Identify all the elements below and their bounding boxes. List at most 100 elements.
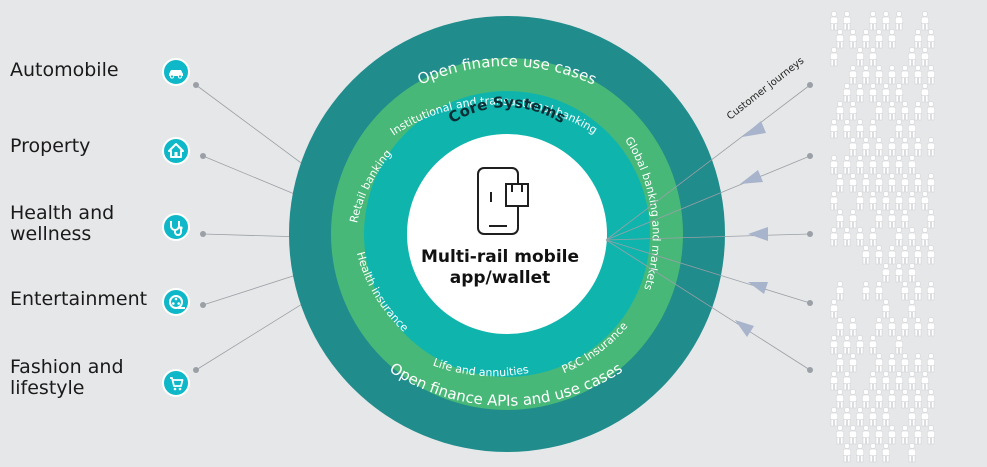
crowd-person: [907, 442, 917, 463]
crowd-person: [887, 244, 897, 265]
crowd-person: [848, 208, 858, 229]
category-label-automobile: Automobile: [10, 59, 119, 81]
crowd-person: [861, 388, 871, 409]
crowd-person: [907, 406, 917, 427]
crowd-person: [855, 46, 865, 67]
crowd-person: [900, 244, 910, 265]
crowd-person: [868, 154, 878, 175]
crowd-person: [848, 352, 858, 373]
crowd-person: [868, 118, 878, 139]
crowd-person: [874, 316, 884, 337]
stethoscope-icon: [162, 213, 190, 241]
crowd-person: [829, 226, 839, 247]
crowd-person: [887, 388, 897, 409]
crowd-person: [835, 172, 845, 193]
crowd-person: [881, 370, 891, 391]
crowd-person: [920, 370, 930, 391]
customer-journey-connectors: [605, 84, 811, 371]
crowd-person: [907, 46, 917, 67]
crowd-person: [920, 406, 930, 427]
crowd-person: [907, 370, 917, 391]
crowd-person: [887, 424, 897, 445]
crowd-person: [842, 10, 852, 31]
house-icon: [162, 137, 190, 165]
crowd-person: [835, 280, 845, 301]
crowd-person: [900, 316, 910, 337]
crowd-person: [887, 64, 897, 85]
crowd-person: [848, 388, 858, 409]
crowd-person: [848, 100, 858, 121]
crowd-person: [868, 226, 878, 247]
crowd-person: [907, 298, 917, 319]
crowd-person: [926, 388, 936, 409]
crowd-person: [887, 208, 897, 229]
crowd-person: [829, 370, 839, 391]
crowd-person: [829, 154, 839, 175]
crowd-person: [842, 406, 852, 427]
crowd-person: [894, 370, 904, 391]
crowd-person: [868, 46, 878, 67]
shopping-cart-icon: [162, 369, 190, 397]
crowd-person: [868, 10, 878, 31]
crowd-person: [894, 190, 904, 211]
crowd-person: [868, 334, 878, 355]
crowd-person: [848, 172, 858, 193]
crowd-person: [855, 118, 865, 139]
crowd-person: [907, 118, 917, 139]
crowd-person: [829, 334, 839, 355]
crowd-person: [881, 190, 891, 211]
crowd-person: [926, 316, 936, 337]
crowd-person: [913, 28, 923, 49]
crowd-person: [855, 334, 865, 355]
crowd-person: [900, 388, 910, 409]
crowd-person: [920, 190, 930, 211]
crowd-person: [907, 154, 917, 175]
crowd-person: [868, 370, 878, 391]
crowd-person: [900, 424, 910, 445]
crowd-person: [829, 406, 839, 427]
crowd-person: [861, 280, 871, 301]
crowd-person: [926, 64, 936, 85]
crowd-person: [913, 136, 923, 157]
crowd-person: [894, 82, 904, 103]
crowd-person: [835, 352, 845, 373]
crowd-person: [842, 334, 852, 355]
crowd-person: [926, 28, 936, 49]
crowd-person: [855, 154, 865, 175]
crowd-person: [887, 28, 897, 49]
crowd-person: [855, 406, 865, 427]
crowd-person: [868, 190, 878, 211]
crowd-person: [881, 262, 891, 283]
crowd-person: [881, 82, 891, 103]
crowd-person: [848, 316, 858, 337]
crowd-person: [926, 136, 936, 157]
crowd-person: [881, 298, 891, 319]
crowd-person: [861, 172, 871, 193]
crowd-person: [926, 208, 936, 229]
crowd-person: [913, 424, 923, 445]
crowd-person: [894, 154, 904, 175]
crowd-person: [848, 424, 858, 445]
crowd-person: [829, 118, 839, 139]
crowd-person: [926, 172, 936, 193]
crowd-person: [874, 280, 884, 301]
crowd-person: [887, 100, 897, 121]
crowd-person: [926, 424, 936, 445]
crowd-person: [913, 172, 923, 193]
mobile-wallet-icon: [477, 167, 529, 235]
crowd-person: [874, 100, 884, 121]
crowd-person: [881, 154, 891, 175]
crowd-person: [900, 64, 910, 85]
crowd-person: [926, 100, 936, 121]
category-label-fashion-and-lifestyle: Fashion and lifestyle: [10, 356, 124, 399]
crowd-person: [887, 352, 897, 373]
crowd-person: [900, 208, 910, 229]
crowd-person: [835, 388, 845, 409]
crowd-person: [842, 442, 852, 463]
crowd-person: [900, 100, 910, 121]
crowd-person: [887, 136, 897, 157]
crowd-person: [926, 280, 936, 301]
crowd-person: [907, 226, 917, 247]
crowd-person: [842, 154, 852, 175]
crowd-person: [842, 370, 852, 391]
